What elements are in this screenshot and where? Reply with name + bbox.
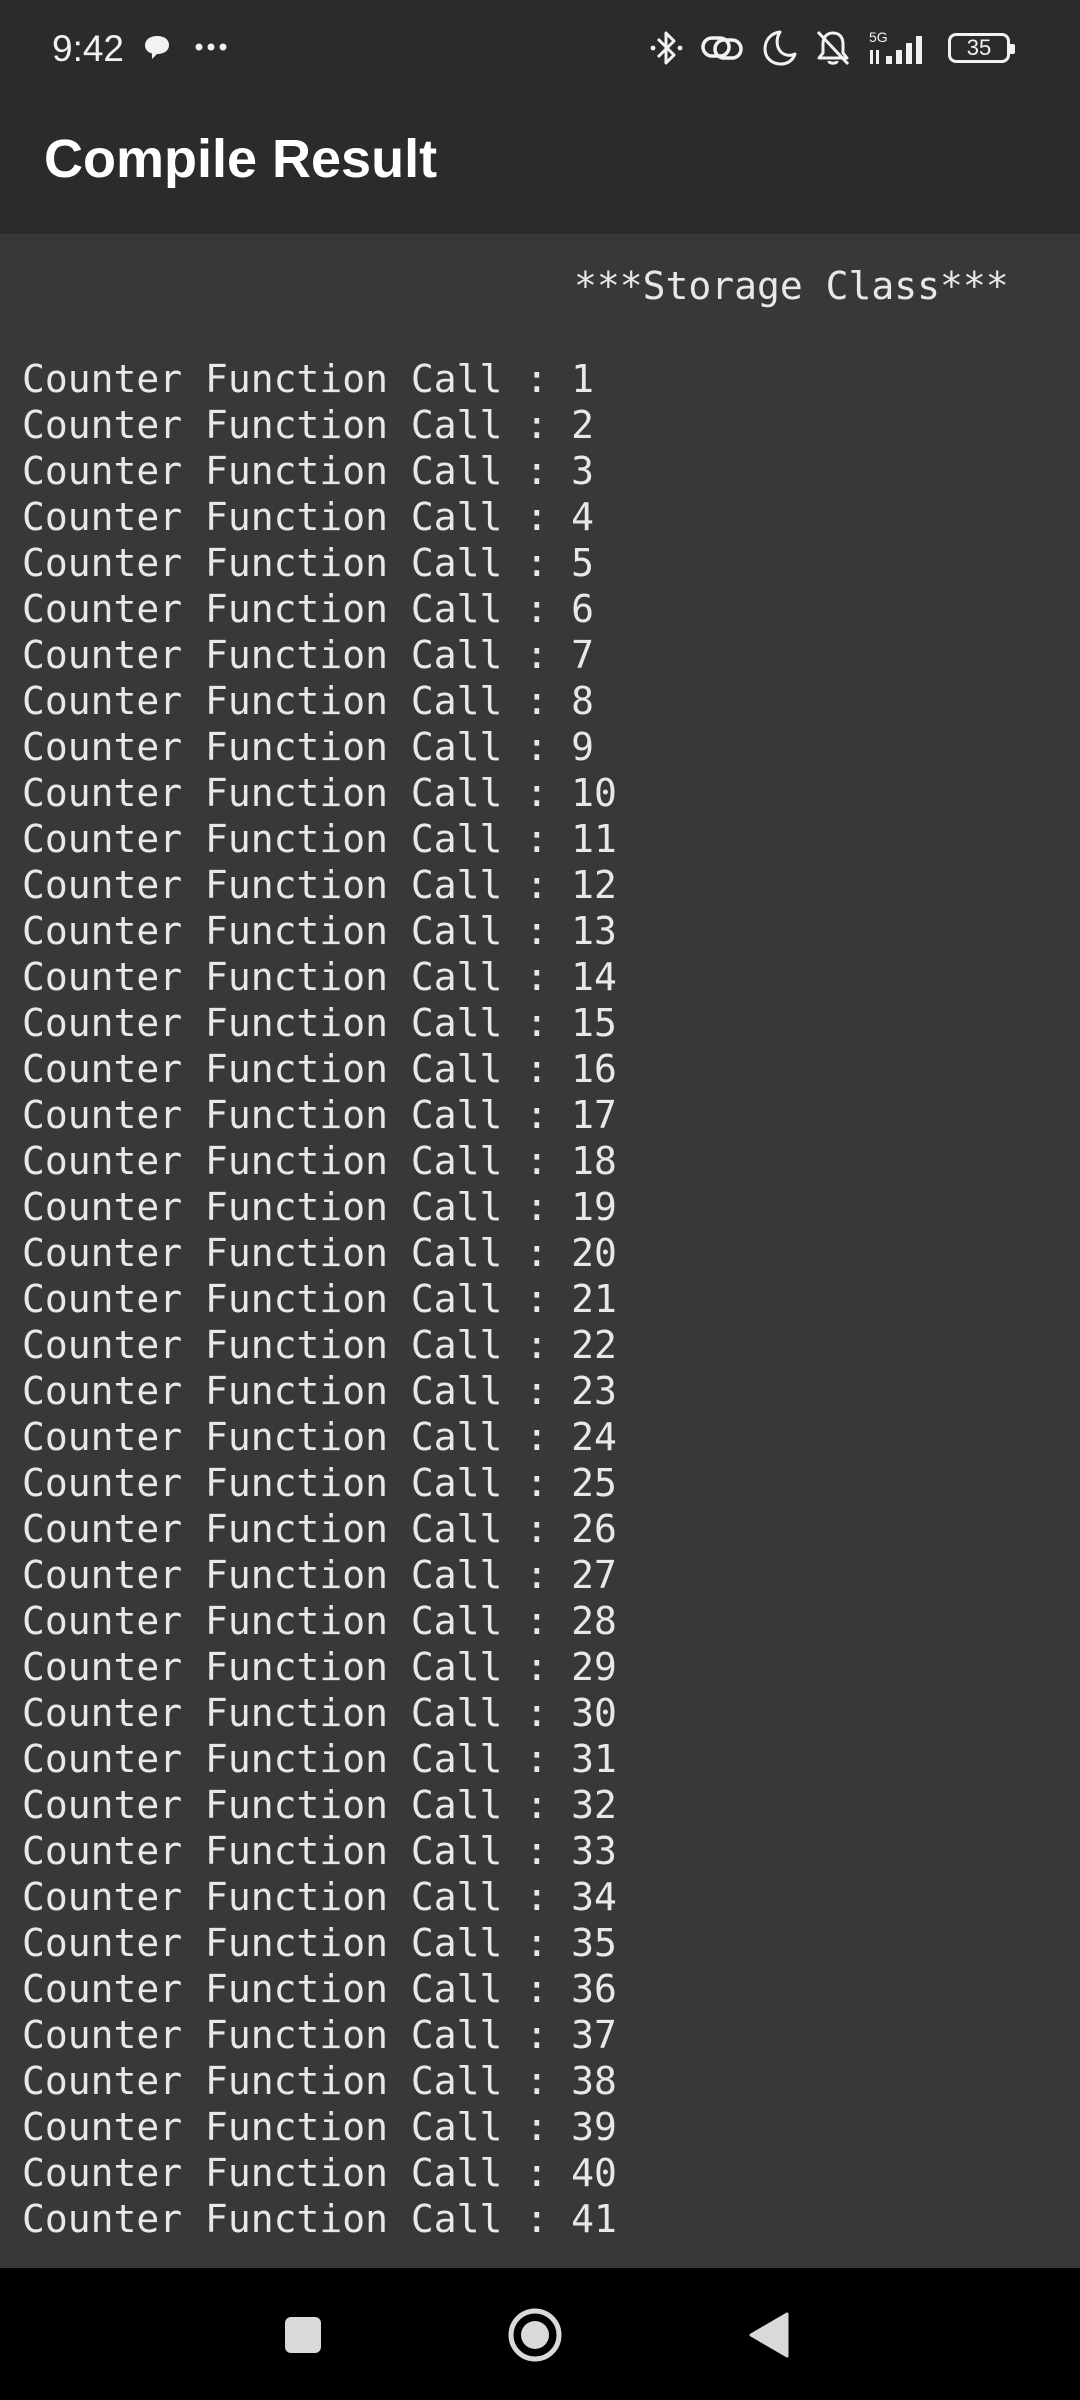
output-line: Counter Function Call : 26 xyxy=(22,1507,617,1551)
output-line: Counter Function Call : 33 xyxy=(22,1829,617,1873)
console-header: ***Storage Class*** xyxy=(574,264,1009,308)
output-line: Counter Function Call : 20 xyxy=(22,1231,617,1275)
output-line: Counter Function Call : 40 xyxy=(22,2151,617,2195)
output-line: Counter Function Call : 16 xyxy=(22,1047,617,1091)
battery-indicator: 35 xyxy=(948,33,1015,63)
console-output[interactable]: ***Storage Class*** Counter Function Cal… xyxy=(0,234,1080,2268)
output-line: Counter Function Call : 28 xyxy=(22,1599,617,1643)
output-line: Counter Function Call : 8 xyxy=(22,679,594,723)
output-line: Counter Function Call : 12 xyxy=(22,863,617,907)
output-line: Counter Function Call : 22 xyxy=(22,1323,617,1367)
output-line: Counter Function Call : 37 xyxy=(22,2013,617,2057)
chat-bubble-icon xyxy=(142,32,172,62)
output-line: Counter Function Call : 6 xyxy=(22,587,594,631)
output-line: Counter Function Call : 1 xyxy=(22,357,594,401)
output-line: Counter Function Call : 7 xyxy=(22,633,594,677)
moon-icon xyxy=(760,28,798,68)
output-line: Counter Function Call : 11 xyxy=(22,817,617,861)
output-line: Counter Function Call : 39 xyxy=(22,2105,617,2149)
network-type-label: 5G xyxy=(869,29,888,45)
output-line: Counter Function Call : 19 xyxy=(22,1185,617,1229)
output-line: Counter Function Call : 32 xyxy=(22,1783,617,1827)
status-left-icons xyxy=(142,32,228,62)
output-line: Counter Function Call : 41 xyxy=(22,2197,617,2241)
output-line: Counter Function Call : 35 xyxy=(22,1921,617,1965)
recents-button[interactable] xyxy=(268,2300,338,2370)
output-line: Counter Function Call : 27 xyxy=(22,1553,617,1597)
battery-level: 35 xyxy=(966,35,992,60)
bell-off-icon xyxy=(814,28,852,68)
recents-square-icon xyxy=(285,2317,321,2353)
status-time: 9:42 xyxy=(52,28,125,69)
output-line: Counter Function Call : 4 xyxy=(22,495,594,539)
output-line: Counter Function Call : 9 xyxy=(22,725,594,769)
output-line: Counter Function Call : 14 xyxy=(22,955,617,999)
output-line: Counter Function Call : 5 xyxy=(22,541,594,585)
output-line: Counter Function Call : 15 xyxy=(22,1001,617,1045)
output-line: Counter Function Call : 3 xyxy=(22,449,594,493)
status-right-icons: 5G 35 xyxy=(650,28,1015,68)
output-line: Counter Function Call : 23 xyxy=(22,1369,617,1413)
output-line: Counter Function Call : 36 xyxy=(22,1967,617,2011)
home-button[interactable] xyxy=(500,2300,570,2370)
output-line: Counter Function Call : 30 xyxy=(22,1691,617,1735)
page-title: Compile Result xyxy=(44,129,438,189)
navigation-bar xyxy=(0,2268,1080,2400)
output-line: Counter Function Call : 38 xyxy=(22,2059,617,2103)
more-dots-icon xyxy=(194,42,228,52)
output-line: Counter Function Call : 2 xyxy=(22,403,594,447)
output-line: Counter Function Call : 13 xyxy=(22,909,617,953)
link-icon xyxy=(700,28,744,68)
home-circle-icon xyxy=(508,2308,562,2362)
output-line: Counter Function Call : 21 xyxy=(22,1277,617,1321)
signal-5g-icon: 5G xyxy=(868,28,932,68)
bluetooth-icon xyxy=(650,28,684,68)
output-line: Counter Function Call : 24 xyxy=(22,1415,617,1459)
output-line: Counter Function Call : 17 xyxy=(22,1093,617,1137)
output-line: Counter Function Call : 31 xyxy=(22,1737,617,1781)
output-line: Counter Function Call : 18 xyxy=(22,1139,617,1183)
output-line: Counter Function Call : 34 xyxy=(22,1875,617,1919)
output-line: Counter Function Call : 29 xyxy=(22,1645,617,1689)
back-button[interactable] xyxy=(735,2300,805,2370)
output-line: Counter Function Call : 10 xyxy=(22,771,617,815)
output-line: Counter Function Call : 25 xyxy=(22,1461,617,1505)
app-bar: Compile Result xyxy=(0,100,1080,234)
back-triangle-icon xyxy=(749,2312,789,2358)
status-bar: 9:42 xyxy=(0,0,1080,100)
